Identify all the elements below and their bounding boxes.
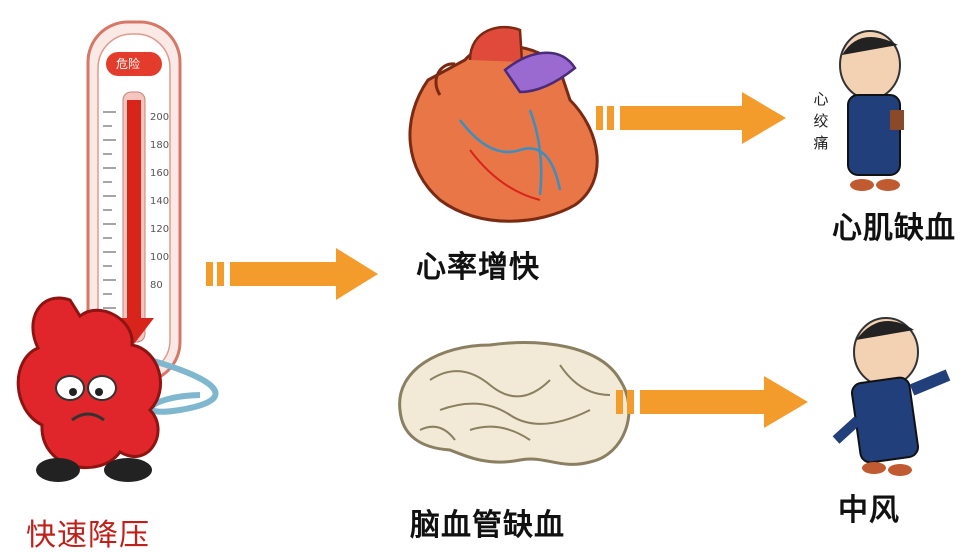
label-cerebral-ischemia: 脑血管缺血	[410, 500, 565, 544]
label-heart-rate-increase: 心率增快	[416, 242, 540, 286]
label-stroke: 中风	[838, 485, 900, 529]
label-rapid-bp-drop: 快速降压	[26, 510, 150, 554]
label-myocardial-ischemia: 心肌缺血	[832, 203, 956, 247]
